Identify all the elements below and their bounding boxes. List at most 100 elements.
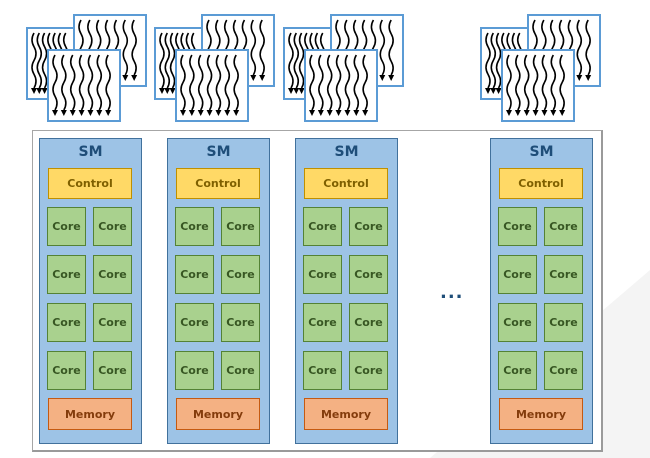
arrowhead (215, 110, 222, 116)
thread-arrow (206, 54, 213, 111)
arrowhead (206, 110, 213, 116)
core: Core (93, 351, 132, 390)
thread-arrow (105, 54, 111, 111)
core: Core (349, 255, 388, 294)
shared-memory: Memory (48, 398, 132, 430)
arrowhead (31, 88, 37, 94)
core: Core (221, 351, 260, 390)
core: Core (175, 207, 214, 246)
control-unit: Control (304, 168, 388, 199)
thread-arrow (515, 54, 521, 111)
arrowhead (159, 88, 165, 94)
arrowhead (506, 110, 512, 116)
control-unit: Control (48, 168, 132, 199)
thread-arrow (388, 19, 394, 76)
arrowhead (298, 88, 305, 94)
thread-arrow (96, 54, 103, 111)
core: Core (221, 255, 260, 294)
core: Core (303, 207, 342, 246)
sm-title: SM (529, 144, 554, 160)
arrowhead (78, 110, 85, 116)
thread-arrow (164, 32, 171, 89)
core: Core (544, 303, 583, 342)
thread-block (501, 49, 575, 122)
thread-block-stack (283, 0, 413, 126)
thread-arrow (335, 54, 342, 111)
thread-arrow (298, 32, 305, 89)
shared-memory: Memory (176, 398, 260, 430)
core: Core (221, 207, 260, 246)
core: Core (303, 303, 342, 342)
thread-arrow (36, 32, 43, 89)
arrowhead (532, 110, 539, 116)
control-unit: Control (499, 168, 583, 199)
arrowhead (180, 110, 186, 116)
arrowhead (362, 110, 369, 116)
arrowhead (96, 110, 103, 116)
core: Core (498, 207, 537, 246)
thread-arrow (326, 54, 333, 111)
thread-arrow (78, 54, 85, 111)
core: Core (175, 255, 214, 294)
thread-arrow (197, 54, 204, 111)
arrowhead (36, 88, 43, 94)
core: Core (47, 351, 86, 390)
core: Core (498, 351, 537, 390)
thread-arrow (293, 32, 300, 89)
arrowhead (105, 110, 112, 116)
arrowhead (326, 110, 333, 116)
thread-arrow (69, 54, 76, 111)
thread-block (175, 49, 249, 122)
arrowhead (388, 75, 395, 81)
thread-arrow (576, 19, 583, 76)
arrowhead (490, 88, 497, 94)
arrowhead (379, 75, 386, 81)
arrowhead (485, 88, 491, 94)
arrowhead (259, 75, 266, 81)
arrowhead (523, 110, 530, 116)
thread-arrow (585, 19, 591, 76)
core: Core (93, 303, 132, 342)
shared-memory: Memory (304, 398, 388, 430)
thread-arrow (379, 19, 386, 76)
arrowhead (169, 88, 176, 94)
thread-arrow (159, 32, 165, 89)
arrowhead (69, 110, 76, 116)
core: Core (93, 207, 132, 246)
core: Core (498, 303, 537, 342)
thread-arrow (87, 54, 94, 111)
thread-block (304, 49, 378, 122)
arrowhead (164, 88, 171, 94)
arrowhead (559, 110, 566, 116)
thread-arrow (318, 54, 324, 111)
thread-arrow (353, 54, 360, 111)
thread-arrow (309, 54, 315, 111)
sm-title: SM (78, 144, 103, 160)
arrowhead (293, 88, 300, 94)
core: Core (93, 255, 132, 294)
arrowhead (122, 75, 129, 81)
arrowhead (541, 110, 548, 116)
arrowhead (495, 88, 502, 94)
thread-arrow (52, 54, 58, 111)
core: Core (221, 303, 260, 342)
arrowhead (353, 110, 360, 116)
thread-arrow (344, 54, 351, 111)
thread-block-stack (480, 0, 610, 126)
arrowhead (87, 110, 94, 116)
core: Core (47, 303, 86, 342)
core: Core (47, 207, 86, 246)
core: Core (544, 207, 583, 246)
arrowhead (197, 110, 204, 116)
thread-arrow (523, 54, 530, 111)
arrowhead (335, 110, 342, 116)
thread-arrow (61, 54, 67, 111)
arrowhead (344, 110, 351, 116)
thread-arrow (495, 32, 502, 89)
more-sms-ellipsis: ... (440, 282, 464, 303)
core: Core (498, 255, 537, 294)
